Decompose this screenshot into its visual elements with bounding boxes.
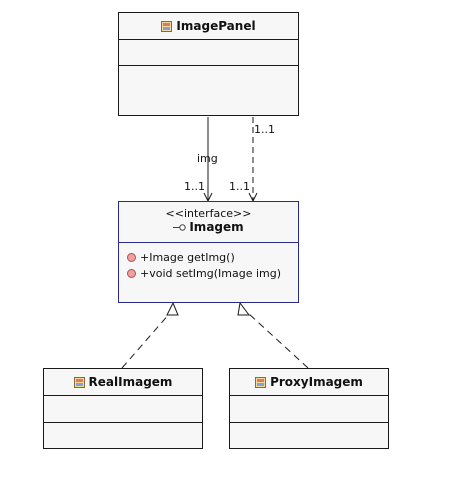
association-target-multiplicity: 1..1	[184, 180, 205, 193]
class-header: ImagePanel	[119, 13, 298, 39]
public-operation-icon	[127, 252, 136, 262]
operations-compartment: +Image getImg() +void setImg(Image img)	[119, 242, 298, 302]
attributes-compartment	[230, 395, 388, 422]
class-real-imagem[interactable]: RealImagem	[43, 368, 203, 449]
interface-imagem[interactable]: <<interface>> Imagem +Image getImg() +vo…	[118, 201, 299, 303]
interface-header: <<interface>> Imagem	[119, 202, 298, 242]
realization-line-proxy[interactable]	[247, 312, 309, 369]
operation-signature: +void setImg(Image img)	[140, 266, 282, 280]
interface-name: Imagem	[189, 220, 244, 234]
interface-icon	[173, 223, 187, 231]
class-proxy-imagem[interactable]: ProxyImagem	[229, 368, 389, 449]
operations-compartment	[230, 422, 388, 448]
class-name: ImagePanel	[176, 19, 256, 33]
attributes-compartment	[44, 395, 202, 422]
class-image-panel[interactable]: ImagePanel	[118, 12, 299, 116]
realization-line-real[interactable]	[121, 312, 171, 369]
operation-row[interactable]: +void setImg(Image img)	[119, 265, 298, 281]
interface-name-row: Imagem	[119, 220, 298, 234]
association-role-label: img	[197, 152, 218, 165]
class-header: ProxyImagem	[230, 369, 388, 395]
class-name: RealImagem	[88, 375, 173, 389]
realization-triangle-proxy	[237, 301, 250, 316]
realization-triangle-real	[166, 301, 179, 316]
operation-row[interactable]: +Image getImg()	[119, 249, 298, 265]
operation-signature: +Image getImg()	[140, 250, 235, 264]
operations-compartment	[119, 65, 298, 115]
dependency-target-multiplicity: 1..1	[229, 180, 250, 193]
attributes-compartment	[119, 39, 298, 65]
class-icon	[255, 376, 267, 388]
dependency-source-multiplicity: 1..1	[254, 123, 275, 136]
class-icon	[161, 20, 173, 32]
stereotype-label: <<interface>>	[165, 207, 252, 220]
public-operation-icon	[127, 268, 136, 278]
class-name: ProxyImagem	[270, 375, 363, 389]
class-icon	[73, 376, 85, 388]
class-header: RealImagem	[44, 369, 202, 395]
operations-compartment	[44, 422, 202, 448]
